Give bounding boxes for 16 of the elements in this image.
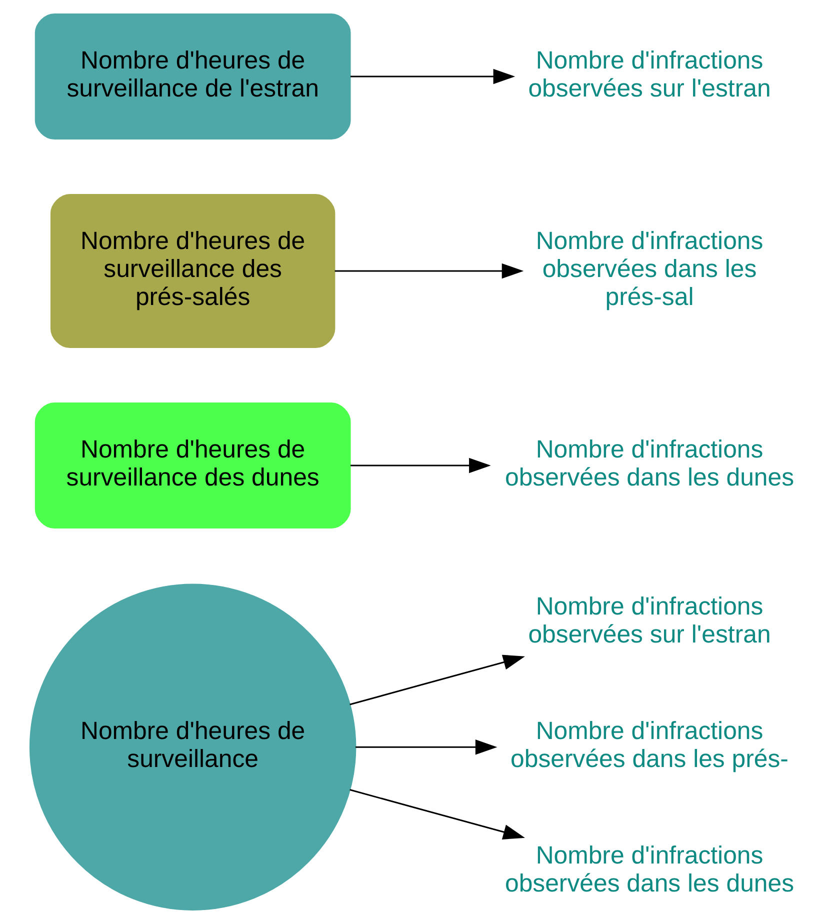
node-text: Nombre d'infractions observées dans les dunes xyxy=(504,435,794,492)
node-text: Nombre d'infractions observées dans les prés-sal xyxy=(535,226,763,311)
arrow xyxy=(349,654,524,706)
node-text: Nombre d'infractions observées sur l'estran xyxy=(528,46,770,102)
node-circle: Nombre d'heures de surveillance xyxy=(28,584,356,911)
node-box: Nombre d'heures de surveillance des dunes xyxy=(34,402,350,529)
node-box: Nombre d'heures de surveillance des prés-salés xyxy=(50,194,335,348)
arrow xyxy=(355,740,497,755)
arrow xyxy=(350,68,515,84)
node-text: Nombre d'infractions observées dans les prés- xyxy=(510,717,788,774)
arrow xyxy=(334,263,524,279)
node-text: Nombre d'infractions observées dans les dunes xyxy=(504,842,794,898)
node-text: Nombre d'infractions observées sur l'estran xyxy=(528,592,770,649)
arrow xyxy=(350,458,490,474)
arrow xyxy=(349,789,524,840)
node-box: Nombre d'heures de surveillance de l'estran xyxy=(34,13,350,140)
